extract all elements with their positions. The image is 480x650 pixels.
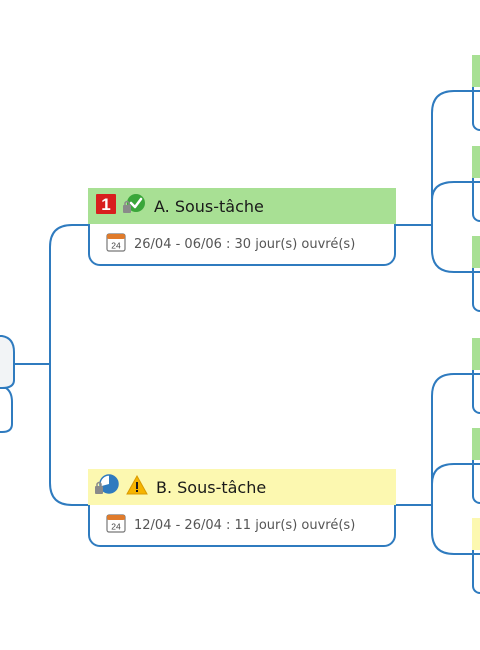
subtask-b-details: 24 12/04 - 26/04 : 11 jour(s) ouvré(s)	[88, 505, 396, 547]
right-topic-2-header[interactable]	[472, 146, 480, 178]
right-topic-5-body[interactable]	[472, 460, 480, 504]
subtask-b-title: B. Sous-tâche	[156, 477, 267, 497]
right-topic-4-header[interactable]	[472, 338, 480, 370]
subtask-a-header[interactable]: 1 A. Sous-tâche	[88, 188, 396, 224]
right-topic-6-header[interactable]	[472, 518, 480, 550]
right-topic-3-body[interactable]	[472, 268, 480, 312]
right-topic-2-body[interactable]	[472, 178, 480, 222]
right-topic-5-header[interactable]	[472, 428, 480, 460]
right-branch-a-mid	[431, 181, 480, 201]
right-branch-b-top	[396, 373, 480, 506]
right-topic-3-header[interactable]	[472, 236, 480, 268]
right-branch-a-bottom	[431, 225, 480, 273]
subtask-a-dates: 26/04 - 06/06 : 30 jour(s) ouvré(s)	[134, 236, 356, 252]
right-topic-6-body[interactable]	[472, 550, 480, 594]
right-topic-1-header[interactable]	[472, 55, 480, 87]
subtask-a-details: 24 26/04 - 06/06 : 30 jour(s) ouvré(s)	[88, 224, 396, 266]
central-node-edge	[0, 335, 15, 389]
subtask-branch	[49, 224, 88, 506]
central-node-lower-edge	[0, 387, 13, 433]
warning-icon	[126, 474, 148, 499]
subtask-b-dates: 12/04 - 26/04 : 11 jour(s) ouvré(s)	[134, 517, 356, 533]
right-branch-a-top	[396, 90, 480, 226]
svg-text:1: 1	[101, 195, 110, 214]
priority-1-icon: 1	[96, 194, 116, 218]
right-branch-b-mid	[431, 463, 480, 485]
right-topic-1-body[interactable]	[472, 87, 480, 131]
subtask-a-title: A. Sous-tâche	[154, 196, 264, 216]
svg-text:24: 24	[111, 522, 121, 532]
calendar-icon: 24	[106, 513, 126, 537]
calendar-icon: 24	[106, 232, 126, 256]
progress-pie-icon	[94, 474, 120, 500]
svg-text:24: 24	[111, 241, 121, 251]
right-branch-b-bottom	[431, 505, 480, 555]
right-topic-4-body[interactable]	[472, 370, 480, 414]
subtask-b-topic[interactable]: B. Sous-tâche 24 12/04 - 26/04 : 11 jour…	[88, 469, 396, 547]
subtask-b-header[interactable]: B. Sous-tâche	[88, 469, 396, 505]
task-complete-icon	[122, 193, 146, 219]
subtask-a-topic[interactable]: 1 A. Sous-tâche 24 26/04 - 06/06 : 30 jo…	[88, 188, 396, 266]
